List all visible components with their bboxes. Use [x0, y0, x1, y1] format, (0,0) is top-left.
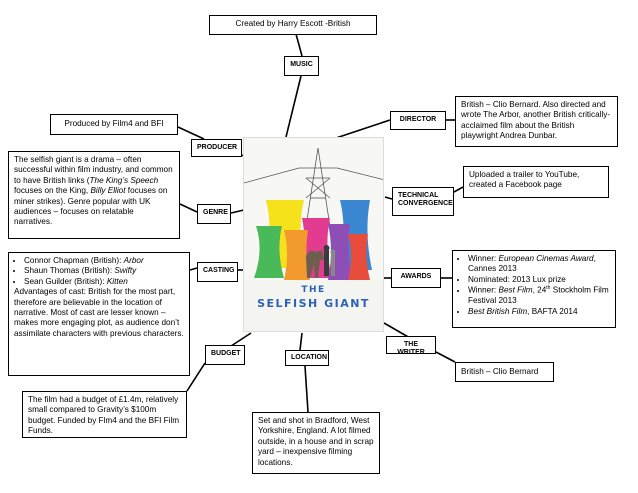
award-3-sup: th: [546, 285, 551, 292]
cast-name-1: Connor Chapman (British):: [24, 256, 124, 265]
music-label: MUSIC: [290, 61, 313, 68]
technical-label: TECHNICAL CONVERGENCE: [398, 192, 453, 208]
cast-role-1: Arbor: [123, 256, 144, 265]
cast-role-2: Swifty: [114, 266, 137, 276]
connector-technical-poster: [384, 196, 393, 200]
award-3-d: Stockholm Film Festival 2013: [468, 285, 609, 306]
tower-green: [254, 226, 284, 278]
budget-text-box: The film had a budget of £1.4m, relative…: [22, 391, 187, 438]
writer-label-box: THE WRITER: [386, 336, 436, 357]
award-1-a: Winner:: [468, 254, 499, 263]
connector-location-text: [304, 365, 309, 413]
location-text-box: Set and shot in Bradford, West Yorkshire…: [252, 412, 380, 474]
creator-text: Created by Harry Escott -British: [235, 19, 351, 28]
award-item-4: Best British Film, BAFTA 2014: [468, 307, 610, 317]
connector-technical-text: [453, 186, 464, 193]
technical-text: Uploaded a trailer to YouTube, created a…: [469, 170, 580, 190]
cast-item-1: Connor Chapman (British): Arbor: [24, 256, 184, 266]
connector-writer-text: [435, 351, 456, 363]
award-2: Nominated: 2013 Lux prize: [468, 274, 566, 284]
technical-label-box: TECHNICAL CONVERGENCE: [392, 187, 454, 216]
budget-label: BUDGET: [211, 350, 241, 357]
film-poster-image: THE SELFISH GIANT: [243, 137, 384, 332]
cast-item-3: Sean Guilder (British): Kitten: [24, 277, 184, 287]
location-text: Set and shot in Bradford, West Yorkshire…: [258, 416, 374, 467]
poster-artwork: [244, 138, 383, 331]
location-label-box: LOCATION: [285, 350, 329, 366]
director-label-box: DIRECTOR: [390, 111, 446, 130]
casting-label: CASTING: [203, 267, 235, 274]
casting-text-box: Connor Chapman (British): Arbor Shaun Th…: [8, 252, 190, 376]
genre-film-1: The King’s Speech: [89, 175, 159, 185]
cast-name-3: Sean Guilder (British):: [24, 276, 107, 286]
cast-item-2: Shaun Thomas (British): Swifty: [24, 266, 184, 276]
writer-text-box: British – Clio Bernard: [455, 362, 554, 382]
budget-label-box: BUDGET: [205, 345, 245, 365]
tower-red: [348, 234, 370, 280]
director-text: British – Clio Bernard. Also directed an…: [461, 100, 611, 141]
cast-name-2: Shaun Thomas (British):: [24, 266, 115, 276]
connector-director-poster: [329, 119, 391, 141]
connector-budget-text: [186, 362, 206, 392]
genre-text-c: focuses on miner strikes). Genre popular…: [14, 186, 168, 227]
awards-label: AWARDS: [400, 273, 432, 280]
connector-writer-poster: [383, 322, 411, 339]
awards-list: Winner: European Cinemas Award, Cannes 2…: [458, 254, 610, 317]
writer-text: British – Clio Bernard: [461, 367, 539, 376]
producer-label: PRODUCER: [197, 144, 238, 151]
poster-title-line-1: THE: [301, 285, 326, 295]
poster-title-line-2: SELFISH GIANT: [257, 297, 370, 310]
awards-label-box: AWARDS: [391, 268, 441, 288]
genre-text-a: The selfish giant is a drama – often suc…: [14, 155, 173, 185]
producer-label-box: PRODUCER: [191, 139, 242, 157]
award-item-1: Winner: European Cinemas Award, Cannes 2…: [468, 254, 610, 275]
cast-list: Connor Chapman (British): Arbor Shaun Th…: [14, 256, 184, 287]
casting-label-box: CASTING: [197, 262, 238, 282]
award-3-c: , 24: [532, 285, 547, 295]
producer-text: Produced by Film4 and BFI: [64, 119, 164, 128]
genre-text-b: focuses on the King,: [14, 186, 91, 196]
connector-producer-text: [177, 126, 205, 140]
connector-genre-poster: [230, 209, 245, 214]
genre-label-box: GENRE: [197, 204, 231, 224]
technical-text-box: Uploaded a trailer to YouTube, created a…: [463, 166, 609, 198]
connector-casting-text: [189, 267, 198, 271]
connector-music-poster: [285, 75, 302, 138]
genre-label: GENRE: [203, 209, 228, 216]
tower-orange: [284, 230, 310, 280]
award-1-c: , Cannes 2013: [468, 254, 596, 274]
location-label: LOCATION: [291, 354, 328, 361]
award-3-a: Winner:: [468, 285, 499, 295]
award-4-a: Best British Film: [468, 306, 528, 316]
writer-label: THE WRITER: [397, 341, 425, 357]
awards-text-box: Winner: European Cinemas Award, Cannes 2…: [452, 250, 616, 328]
genre-text-box: The selfish giant is a drama – often suc…: [8, 151, 180, 239]
casting-text: Advantages of cast: British for the most…: [14, 287, 184, 338]
award-3-b: Best Film: [498, 285, 533, 295]
budget-text: The film had a budget of £1.4m, relative…: [28, 395, 180, 436]
director-label: DIRECTOR: [399, 116, 437, 123]
award-item-3: Winner: Best Film, 24th Stockholm Film F…: [468, 285, 610, 307]
award-1-b: European Cinemas Award: [498, 254, 594, 263]
connector-location-poster: [299, 332, 303, 351]
award-4-b: , BAFTA 2014: [527, 306, 578, 316]
cast-role-3: Kitten: [106, 276, 128, 286]
award-item-2: Nominated: 2013 Lux prize: [468, 275, 610, 285]
connector-creator-music: [295, 33, 303, 57]
producer-text-box: Produced by Film4 and BFI: [50, 114, 178, 135]
music-label-box: MUSIC: [284, 56, 319, 76]
creator-box: Created by Harry Escott -British: [209, 15, 377, 35]
genre-film-2: Billy Elliot: [90, 186, 126, 196]
connector-genre-text: [179, 203, 198, 213]
director-text-box: British – Clio Bernard. Also directed an…: [455, 96, 618, 147]
